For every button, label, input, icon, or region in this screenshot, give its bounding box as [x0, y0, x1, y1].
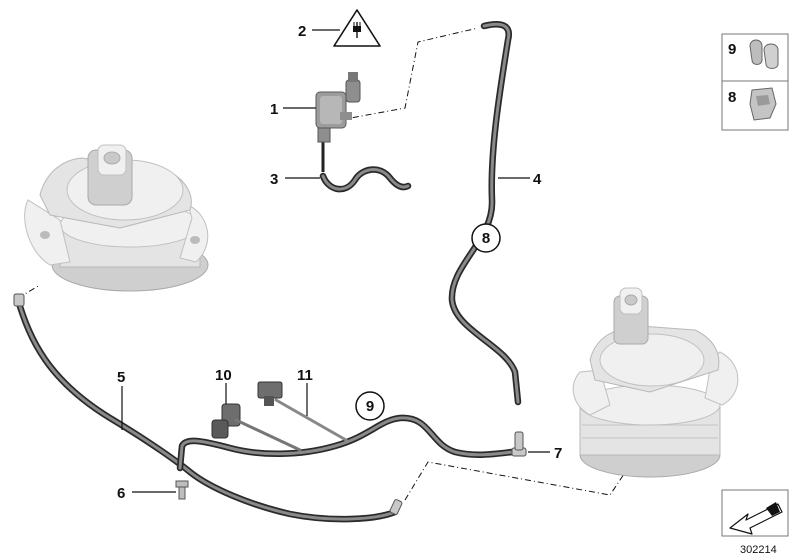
solenoid-valve-1	[315, 72, 361, 143]
callout-2: 2	[298, 23, 306, 40]
callout-10: 10	[215, 367, 232, 384]
callout-1: 1	[270, 101, 278, 118]
callout-7: 7	[554, 445, 562, 462]
cable-tie-11	[257, 381, 348, 442]
callout-11: 11	[297, 367, 313, 384]
double-clip-icon	[749, 39, 779, 69]
legend-label-8: 8	[728, 89, 736, 106]
vacuum-hose-5	[14, 296, 399, 523]
callout-8-circle	[471, 223, 501, 253]
t-connector-6	[175, 480, 189, 500]
callout-4: 4	[533, 171, 542, 188]
arrow-navigation-icon	[721, 489, 789, 537]
reference-number: 302214	[740, 544, 777, 556]
callout-8-circled: 8	[482, 230, 490, 247]
vacuum-hose-4	[448, 21, 522, 406]
connector-7	[511, 431, 527, 457]
callout-labels: 2 1 3 4 5 6 7 10 11 8 9	[117, 23, 562, 502]
high-voltage-triangle-icon	[333, 9, 381, 47]
callout-6: 6	[117, 485, 125, 502]
callout-9-circle	[355, 391, 385, 421]
single-clip-icon	[749, 87, 777, 121]
callout-9-circled: 9	[366, 398, 374, 415]
callout-5: 5	[117, 369, 125, 386]
callout-3: 3	[270, 171, 278, 188]
legend-label-9: 9	[728, 41, 736, 58]
vacuum-hose-9	[176, 414, 516, 472]
engine-mount-right	[572, 287, 739, 478]
leader-lines	[121, 29, 550, 493]
legend-box: 9 8	[721, 33, 789, 131]
holder-10	[211, 403, 302, 452]
hose-3	[319, 140, 412, 193]
hose-end-connector	[13, 293, 403, 515]
engine-mount-left	[24, 144, 209, 292]
